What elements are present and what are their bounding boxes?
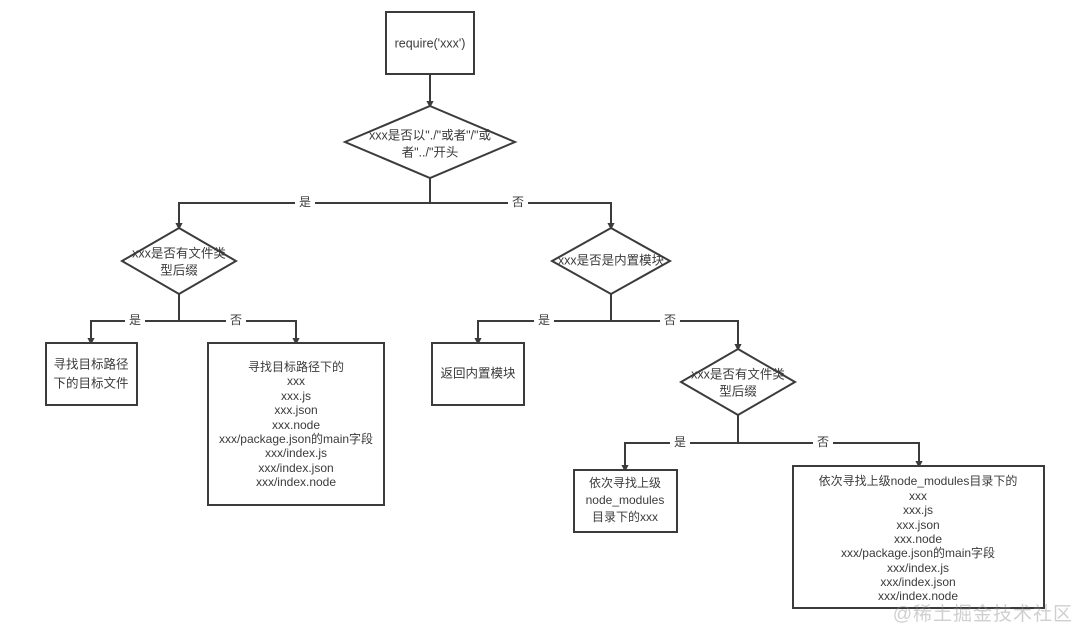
node-decision-ext-left-label-1: 型后缀 [160, 263, 198, 277]
node-find-node-modules-label-0: 依次寻找上级 [589, 475, 661, 490]
node-find-target-file-label-0: 寻找目标路径 [53, 356, 128, 371]
node-find-node-modules-list-label-7: xxx/index.json [880, 575, 955, 589]
node-return-builtin[interactable]: 返回内置模块 [431, 342, 525, 406]
edge-label-builtin-yes: 是 [538, 313, 550, 327]
label-bg [508, 195, 528, 211]
node-find-node-modules-list-label-5: xxx/package.json的main字段 [841, 545, 995, 560]
node-decision-relative[interactable]: xxx是否以"./"或者"/"或 者"../"开头 [342, 104, 518, 180]
node-decision-ext-left-shape[interactable] [120, 226, 238, 296]
edge-label-ext-right-no: 否 [817, 435, 829, 449]
node-decision-ext-right-shape[interactable] [679, 347, 797, 417]
node-return-builtin-box[interactable] [431, 342, 525, 406]
node-find-target-path-list-label-1: xxx [287, 374, 305, 388]
label-bg [813, 435, 833, 451]
node-find-node-modules-label-2: 目录下的xxx [592, 509, 658, 524]
node-start[interactable]: require('xxx') [385, 11, 475, 75]
node-find-target-path-list-label-8: xxx/index.node [256, 475, 336, 489]
node-start-label-0: require('xxx') [395, 36, 466, 50]
node-find-node-modules-label-1: node_modules [586, 493, 665, 507]
node-decision-relative-label-0: xxx是否以"./"或者"/"或 [369, 128, 491, 142]
label-bg [226, 313, 246, 329]
node-decision-ext-right-label-0: xxx是否有文件类 [691, 366, 785, 381]
node-find-target-path-list-label-0: 寻找目标路径下的 [248, 359, 344, 374]
label-bg [125, 313, 145, 329]
node-find-node-modules-list-label-0: 依次寻找上级node_modules目录下的 [819, 473, 1018, 488]
watermark: @稀土掘金技术社区 [892, 604, 1073, 625]
node-decision-ext-left[interactable]: xxx是否有文件类 型后缀 [120, 226, 238, 296]
node-decision-builtin-label-0: xxx是否是内置模块 [558, 253, 665, 267]
edge-label-ext-right-yes: 是 [674, 435, 686, 449]
label-bg [670, 435, 690, 451]
node-decision-builtin[interactable]: xxx是否是内置模块 [549, 226, 673, 296]
node-return-builtin-label-0: 返回内置模块 [440, 366, 516, 380]
node-find-node-modules-list-label-3: xxx.json [896, 518, 939, 532]
node-decision-builtin-shape[interactable] [549, 226, 673, 296]
node-find-node-modules-list-label-2: xxx.js [903, 503, 933, 517]
edge-label-relative-no: 否 [512, 195, 524, 209]
node-find-target-path-list-label-6: xxx/index.js [265, 446, 327, 460]
label-bg [534, 313, 554, 329]
node-find-node-modules-list-label-1: xxx [909, 489, 927, 503]
node-decision-ext-left-label-0: xxx是否有文件类 [132, 245, 226, 260]
node-find-target-path-list-label-7: xxx/index.json [258, 461, 333, 475]
node-find-target-path-list-label-2: xxx.js [281, 389, 311, 403]
node-decision-ext-right-label-1: 型后缀 [719, 384, 757, 398]
node-find-target-path-list-label-5: xxx/package.json的main字段 [219, 431, 373, 446]
node-find-target-file-label-1: 下的目标文件 [53, 375, 128, 390]
node-find-target-file[interactable]: 寻找目标路径 下的目标文件 [45, 342, 138, 406]
node-find-target-file-box[interactable] [45, 342, 138, 406]
edge-labels-layer: 是 否 是 否 是 否 是 否 [125, 195, 833, 451]
label-bg [295, 195, 315, 211]
node-find-node-modules-box[interactable] [573, 469, 678, 533]
node-find-target-path-list-label-4: xxx.node [272, 418, 320, 432]
edge-label-relative-yes: 是 [299, 195, 311, 209]
node-find-node-modules-list-label-6: xxx/index.js [887, 561, 949, 575]
edge-label-builtin-no: 否 [664, 313, 676, 327]
node-find-target-path-list-label-3: xxx.json [274, 403, 317, 417]
edge-label-ext-left-yes: 是 [129, 313, 141, 327]
node-decision-ext-right[interactable]: xxx是否有文件类 型后缀 [679, 347, 797, 417]
node-find-target-path-list[interactable]: 寻找目标路径下的 xxx xxx.js xxx.json xxx.node xx… [207, 342, 385, 506]
node-find-node-modules-list-box[interactable] [792, 465, 1045, 609]
edges-layer [87, 73, 923, 473]
label-bg [660, 313, 680, 329]
node-decision-relative-shape[interactable] [342, 104, 518, 180]
node-find-node-modules[interactable]: 依次寻找上级 node_modules 目录下的xxx [573, 469, 678, 533]
node-find-node-modules-list-label-4: xxx.node [894, 532, 942, 546]
node-decision-relative-label-1: 者"../"开头 [402, 145, 459, 159]
node-find-node-modules-list[interactable]: 依次寻找上级node_modules目录下的 xxx xxx.js xxx.js… [792, 465, 1045, 609]
edge-label-ext-left-no: 否 [230, 313, 242, 327]
node-find-target-path-list-box[interactable] [207, 342, 385, 506]
node-find-node-modules-list-label-8: xxx/index.node [878, 589, 958, 603]
node-start-box[interactable] [385, 11, 475, 75]
